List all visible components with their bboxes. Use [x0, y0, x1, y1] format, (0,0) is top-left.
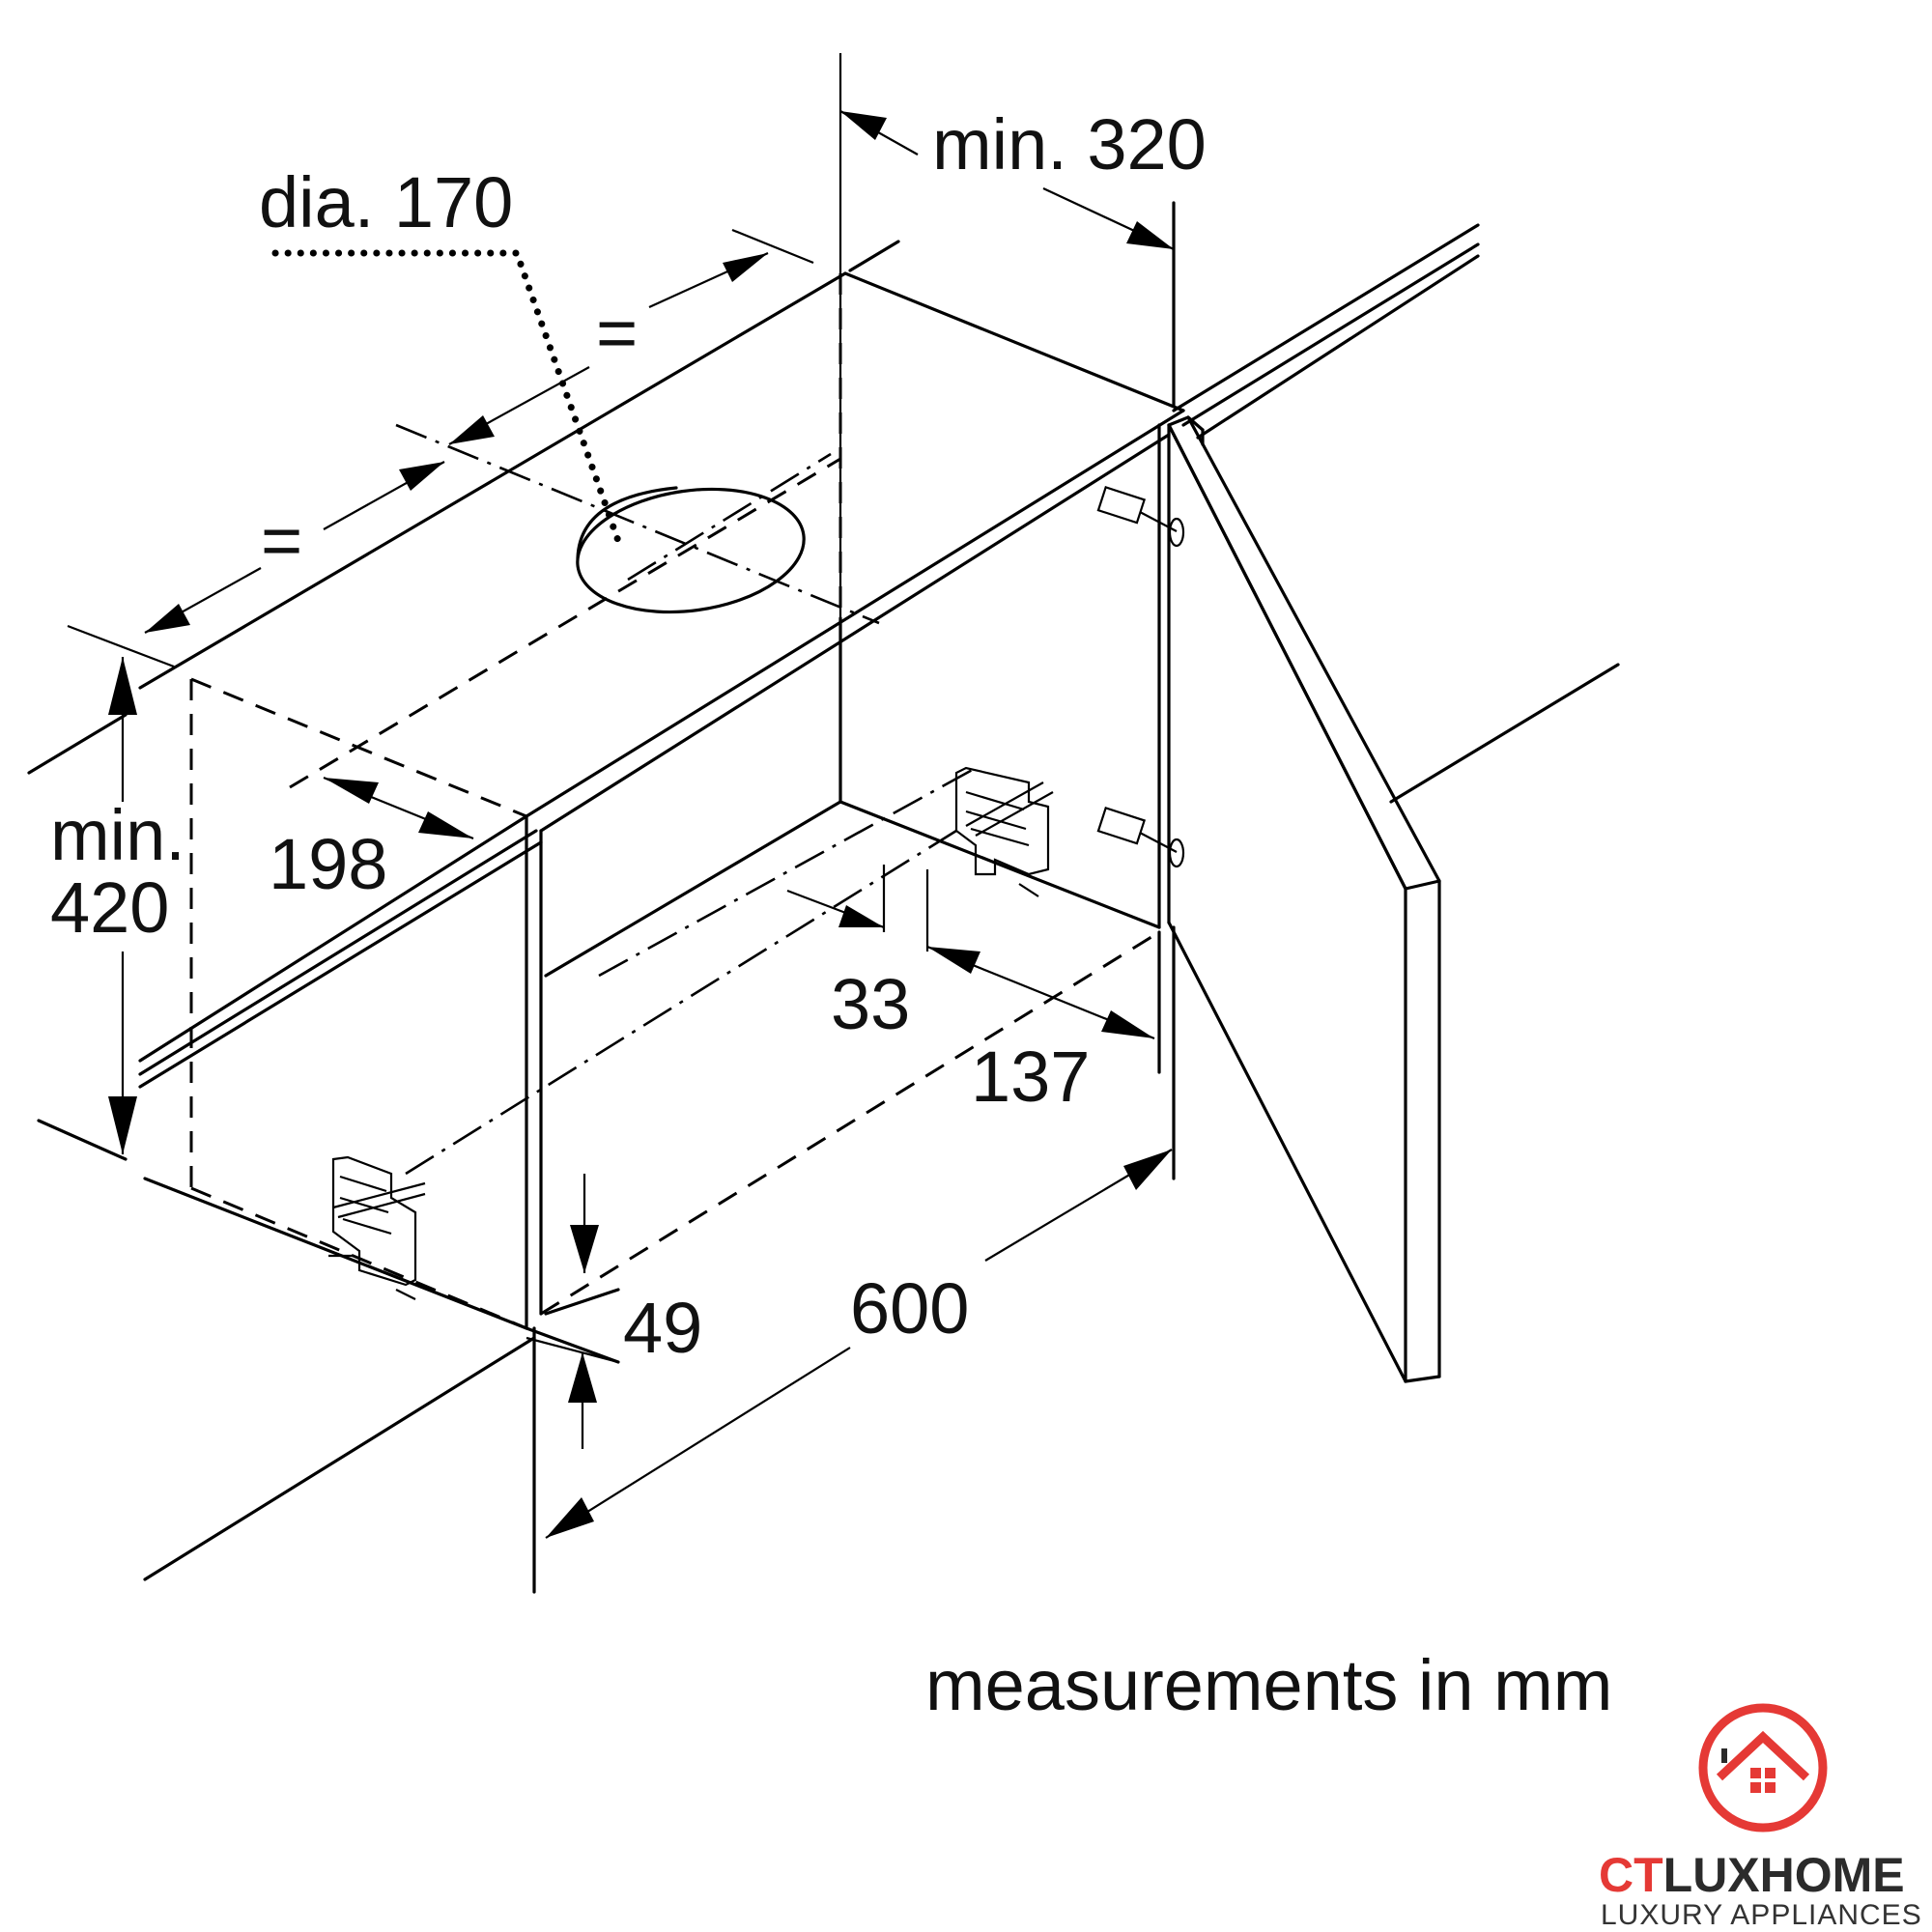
label-equal-a: =	[596, 293, 638, 373]
dim-min-320	[838, 53, 1175, 618]
label-min-420-line1: min.	[50, 795, 185, 875]
measurements-caption: measurements in mm	[925, 1645, 1612, 1725]
label-min-420-line2: 420	[50, 867, 169, 948]
house-icon	[1716, 1730, 1810, 1793]
label-198: 198	[269, 824, 387, 904]
dim-equal-spacing	[67, 228, 814, 668]
center-lines	[395, 423, 977, 1176]
dim-198	[323, 776, 474, 840]
brand-tagline: LUXURY APPLIANCES	[1601, 1899, 1922, 1931]
logo-ring	[1698, 1703, 1828, 1833]
door-hinge-bottom	[1096, 807, 1185, 868]
brand-logo: CTLUXHOME LUXURY APPLIANCES	[1599, 1703, 1922, 1931]
mounting-bracket-right	[954, 766, 1054, 897]
label-equal-b: =	[261, 500, 302, 581]
mounting-bracket-left	[328, 1155, 426, 1300]
hidden-lines	[189, 273, 1160, 1330]
dim-min-420	[108, 657, 137, 1154]
dim-600	[545, 1149, 1173, 1539]
duct-opening-inner-edge	[576, 486, 678, 560]
label-49: 49	[623, 1288, 702, 1368]
cabinet-outline	[27, 201, 1620, 1594]
diameter-leader	[271, 249, 622, 545]
label-min-320: min. 320	[932, 104, 1207, 185]
label-600: 600	[850, 1268, 969, 1349]
dim-33	[786, 865, 929, 952]
cabinet-door	[1167, 415, 1441, 1383]
label-137: 137	[971, 1037, 1090, 1117]
duct-opening	[576, 487, 806, 614]
door-hinge-top	[1096, 486, 1185, 548]
label-33: 33	[831, 964, 910, 1044]
brand-name: CTLUXHOME	[1599, 1848, 1905, 1902]
dim-137	[926, 945, 1155, 1040]
label-dia-170: dia. 170	[259, 162, 513, 242]
dim-49	[526, 1174, 619, 1449]
